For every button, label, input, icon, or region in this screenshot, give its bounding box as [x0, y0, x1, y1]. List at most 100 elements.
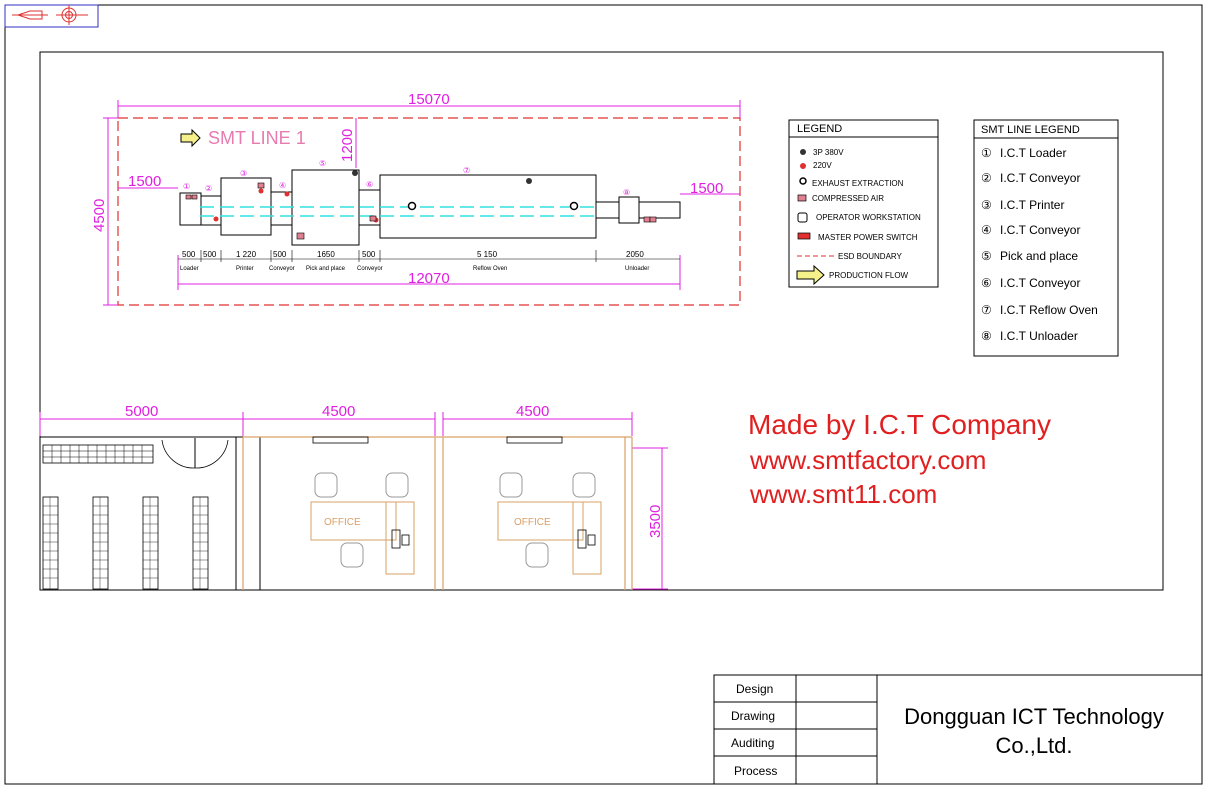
smt-line-legend: SMT LINE LEGEND ① I.C.T Loader ② I.C.T C… [973, 119, 1119, 357]
exhaust-icon [799, 177, 807, 185]
smt-legend-title: SMT LINE LEGEND [981, 124, 1080, 136]
smt-legend-label: I.C.T Conveyor [1000, 171, 1080, 185]
machine-num: ⑥ [366, 180, 373, 189]
office-desk-return [572, 501, 602, 575]
dim-right-clearance: 1500 [690, 180, 723, 197]
door-icon [161, 439, 196, 469]
dim-overall-height: 4500 [91, 199, 108, 232]
drawing-border [39, 51, 1164, 591]
bottom-dimension-lines [39, 412, 668, 590]
sheet-frame [4, 4, 1203, 785]
office-walls [235, 436, 633, 591]
computer-icon [391, 529, 401, 549]
storage-rack [42, 496, 59, 590]
smt-legend-label: Pick and place [1000, 249, 1078, 263]
window [506, 436, 563, 444]
dim-office-depth: 3500 [647, 505, 664, 538]
legend-item: OPERATOR WORKSTATION [816, 213, 921, 222]
chair-icon [525, 542, 549, 568]
company-name-line-2: Co.,Ltd. [995, 733, 1072, 758]
segment-name: Pick and place [306, 266, 346, 272]
segment-length: 500 [182, 250, 196, 259]
segment-length: 2050 [626, 250, 644, 259]
smt-legend-num: ④ [981, 223, 992, 237]
machine-num: ① [183, 182, 190, 191]
smt-legend-num: ⑥ [981, 276, 992, 290]
legend-item: ESD BOUNDARY [838, 252, 903, 261]
keyboard-icon [401, 534, 410, 546]
door-icon [194, 439, 229, 469]
legend-title: LEGEND [797, 123, 842, 135]
chair-icon [572, 472, 596, 498]
smt-legend-num: ⑦ [981, 303, 992, 317]
legend-item: MASTER POWER SWITCH [818, 233, 918, 242]
dimension-lines [103, 100, 741, 306]
title-block: Design Drawing Auditing Process Dongguan… [713, 674, 1203, 785]
office-2: OFFICE [497, 472, 602, 575]
dim-line-length: 12070 [408, 270, 450, 287]
smt-legend-num: ① [981, 146, 992, 160]
segment-name: Loader [180, 266, 199, 272]
workstation-icon [797, 212, 808, 223]
smt-legend-label: I.C.T Unloader [1000, 329, 1078, 343]
segment-name: Conveyor [357, 266, 383, 272]
power-switch-icon [797, 232, 811, 240]
smt-legend-label: I.C.T Conveyor [1000, 223, 1080, 237]
dim-office2-width: 4500 [516, 403, 549, 420]
legend-item: PRODUCTION FLOW [829, 271, 909, 280]
segment-name: Reflow Oven [473, 266, 507, 272]
power-220v-icon [800, 163, 806, 169]
machine-num: ③ [240, 169, 247, 178]
credit-line-2: www.smtfactory.com [749, 445, 986, 475]
flow-arrow-icon [180, 128, 201, 148]
smt-legend-label: I.C.T Printer [1000, 198, 1064, 212]
conveyor-lanes [200, 206, 596, 217]
smt-legend-label: I.C.T Reflow Oven [1000, 303, 1098, 317]
title-block-row: Process [734, 764, 777, 778]
smt-legend-num: ③ [981, 198, 992, 212]
office-label: OFFICE [324, 517, 361, 528]
credit-line-3: www.smt11.com [749, 479, 937, 509]
machine-num: ⑧ [623, 188, 630, 197]
office-label: OFFICE [514, 517, 551, 528]
segment-length: 1 220 [236, 250, 257, 259]
compressed-air-icon [797, 194, 807, 202]
smt-legend-label: I.C.T Conveyor [1000, 276, 1080, 290]
smt-legend-num: ⑧ [981, 329, 992, 343]
segment-lengths: 500 500 1 220 500 1650 500 5 150 2050 [182, 250, 644, 259]
title-block-row: Drawing [731, 709, 775, 723]
segment-ticks [178, 250, 680, 262]
segment-name: Unloader [625, 266, 649, 272]
machine-num: ② [205, 184, 212, 193]
segment-name: Conveyor [269, 266, 295, 272]
legend-box: LEGEND 3P 380V 220V EXHAUST EXTRACTION C… [788, 119, 939, 288]
office-desk-return [385, 501, 415, 575]
segment-length: 1650 [317, 250, 335, 259]
segment-length: 500 [273, 250, 287, 259]
segment-length: 5 150 [477, 250, 498, 259]
dim-overall-width: 15070 [408, 91, 450, 108]
projection-symbol [4, 4, 99, 28]
chair-icon [340, 542, 364, 568]
esd-boundary [117, 117, 741, 306]
utility-markers [185, 170, 657, 240]
machine-num: ⑤ [319, 159, 326, 168]
legend-item: 3P 380V [813, 148, 844, 157]
title-block-row: Auditing [731, 736, 774, 750]
computer-icon [577, 529, 587, 549]
smt-legend-label: I.C.T Loader [1000, 146, 1066, 160]
office-desk [497, 501, 584, 541]
legend-item: EXHAUST EXTRACTION [812, 179, 904, 188]
production-flow-icon [796, 264, 825, 286]
segment-name: Printer [236, 266, 254, 272]
dim-office-width: 5000 [125, 403, 158, 420]
machine-num: ④ [279, 181, 286, 190]
smt-legend-num: ② [981, 171, 992, 185]
segment-length: 500 [362, 250, 376, 259]
office-1: OFFICE [310, 472, 415, 575]
machine-num: ⑦ [463, 166, 470, 175]
segment-length: 500 [203, 250, 217, 259]
window [312, 436, 369, 444]
title-block-row: Design [736, 682, 773, 696]
